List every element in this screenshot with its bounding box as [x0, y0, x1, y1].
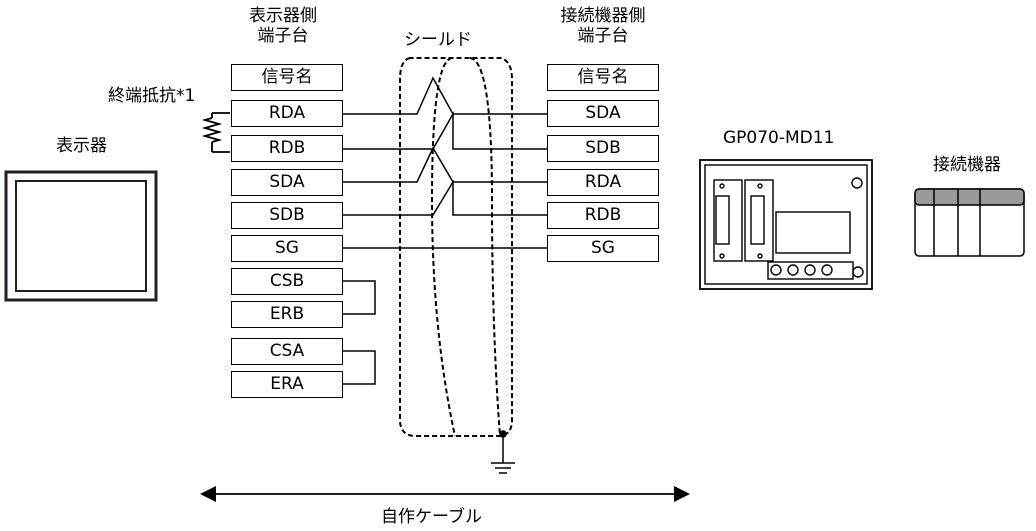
cable-arrow: [200, 486, 690, 502]
terminator-resistor: [201, 112, 230, 153]
shield-outline: [399, 57, 513, 437]
ground-symbol: [491, 430, 515, 474]
gp070-md11-module: [699, 159, 873, 290]
display-terminal-cell: CSA: [231, 338, 343, 365]
display-device-icon: [4, 170, 158, 302]
display-terminal-cell: ERB: [231, 301, 343, 328]
display-terminal-cell: SG: [231, 235, 343, 262]
display-side-header-line1: 表示器側: [249, 6, 317, 26]
device-terminal-cell: SDB: [547, 135, 659, 162]
device-side-header-line1: 接続機器側: [560, 6, 646, 26]
terminator-label: 終端抵抗*1: [108, 86, 196, 106]
cable-label: 自作ケーブル: [381, 507, 482, 527]
display-label: 表示器: [56, 136, 107, 156]
signal-wires: [342, 76, 548, 249]
device-terminal-header: 信号名: [547, 64, 659, 91]
jumpers: [342, 280, 376, 385]
device-terminal-cell: SDA: [547, 100, 659, 127]
device-terminal-cell: RDA: [547, 169, 659, 196]
display-side-header-line2: 端子台: [257, 26, 309, 46]
device-terminal-cell: RDB: [547, 202, 659, 229]
display-terminal-cell: CSB: [231, 268, 343, 295]
connected-device-icon: [914, 188, 1025, 257]
device-terminal-cell: SG: [547, 235, 659, 262]
shield-label: シールド: [404, 30, 472, 50]
display-terminal-cell: RDA: [231, 100, 343, 127]
display-terminal-cell: RDB: [231, 135, 343, 162]
display-terminal-cell: ERA: [231, 371, 343, 398]
device-side-header-line2: 端子台: [577, 26, 629, 46]
display-terminal-cell: SDA: [231, 169, 343, 196]
display-terminal-cell: SDB: [231, 202, 343, 229]
device-label: 接続機器: [933, 155, 1001, 175]
module-label: GP070-MD11: [723, 128, 835, 148]
display-terminal-header: 信号名: [231, 64, 343, 91]
